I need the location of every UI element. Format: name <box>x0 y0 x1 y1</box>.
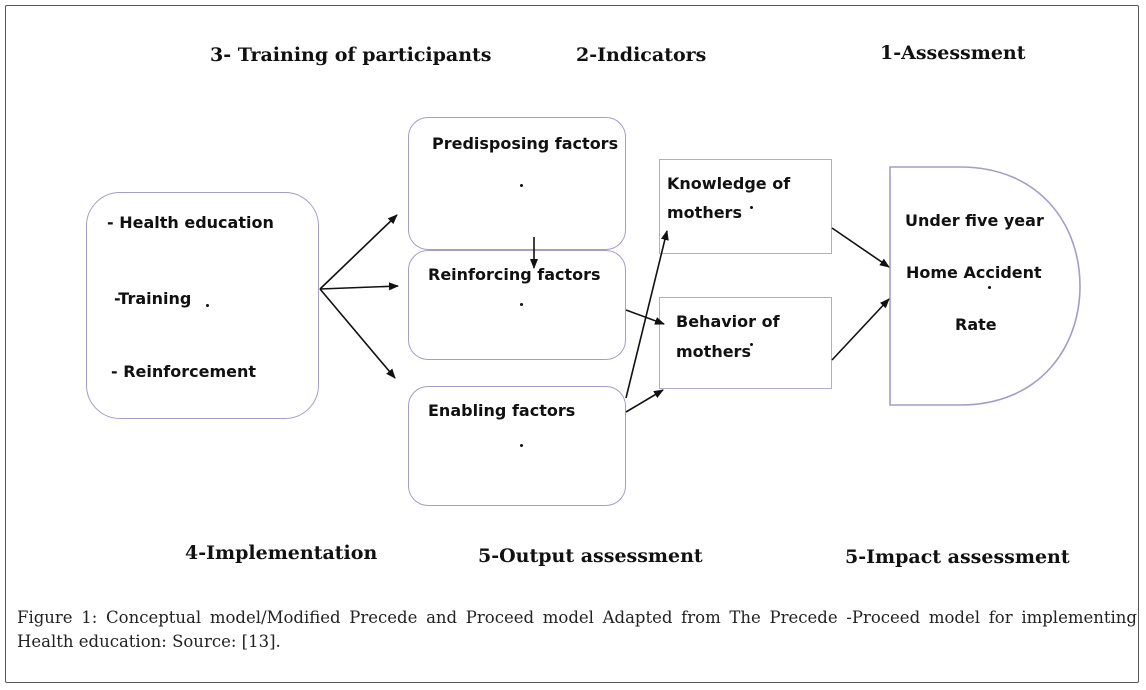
behavior-of-mothers-box <box>659 297 832 389</box>
dot-marker <box>206 304 209 307</box>
arrow-to-enabling <box>319 288 396 379</box>
arrow-to-predisposing <box>319 214 398 290</box>
heading-implementation: 4-Implementation <box>185 542 378 564</box>
heading-output-assessment: 5-Output assessment <box>478 545 703 567</box>
intervention-health-education: - Health education <box>107 213 274 232</box>
heading-assessment: 1-Assessment <box>880 42 1026 64</box>
impact-d-shape <box>889 166 1081 406</box>
arrow-to-reinforcing <box>319 282 399 291</box>
arrow-knowledge-to-impact <box>831 227 890 268</box>
figure-caption: Figure 1: Conceptual model/Modified Prec… <box>17 606 1137 654</box>
arrow-reinforcing-to-behavior <box>625 309 665 325</box>
reinforcing-factors-box <box>408 250 626 360</box>
intervention-box <box>86 192 319 419</box>
dot-marker <box>520 444 523 447</box>
knowledge-of-mothers-line1: Knowledge of <box>667 174 791 193</box>
dot-marker <box>750 206 753 209</box>
impact-line2: Home Accident <box>906 263 1042 282</box>
predisposing-factors-label: Predisposing factors <box>432 134 619 153</box>
behavior-of-mothers-line2: mothers <box>676 342 751 361</box>
heading-indicators: 2-Indicators <box>576 44 707 66</box>
dot-marker <box>520 184 523 187</box>
caption-text: Conceptual model/Modified Precede and Pr… <box>17 608 1137 651</box>
reinforcing-factors-label: Reinforcing factors <box>428 265 601 284</box>
intervention-reinforcement: - Reinforcement <box>111 362 256 381</box>
impact-line1: Under five year <box>905 211 1044 230</box>
behavior-of-mothers-line1: Behavior of <box>676 312 780 331</box>
heading-impact-assessment: 5-Impact assessment <box>845 546 1070 568</box>
dot-marker <box>750 343 753 346</box>
caption-prefix: Figure 1: <box>17 608 98 627</box>
enabling-factors-label: Enabling factors <box>428 401 576 420</box>
impact-line3: Rate <box>955 315 997 334</box>
dot-marker <box>988 286 991 289</box>
predisposing-factors-box <box>408 117 626 250</box>
intervention-training: -Training <box>114 289 192 308</box>
arrow-behavior-to-impact <box>831 298 890 361</box>
heading-training: 3- Training of participants <box>210 44 492 66</box>
arrow-enabling-to-knowledge <box>625 230 669 399</box>
dot-marker <box>520 303 523 306</box>
arrow-enabling-to-behavior <box>625 389 664 413</box>
enabling-factors-box <box>408 386 626 506</box>
knowledge-of-mothers-line2: mothers <box>667 203 742 222</box>
knowledge-of-mothers-box <box>659 159 832 254</box>
